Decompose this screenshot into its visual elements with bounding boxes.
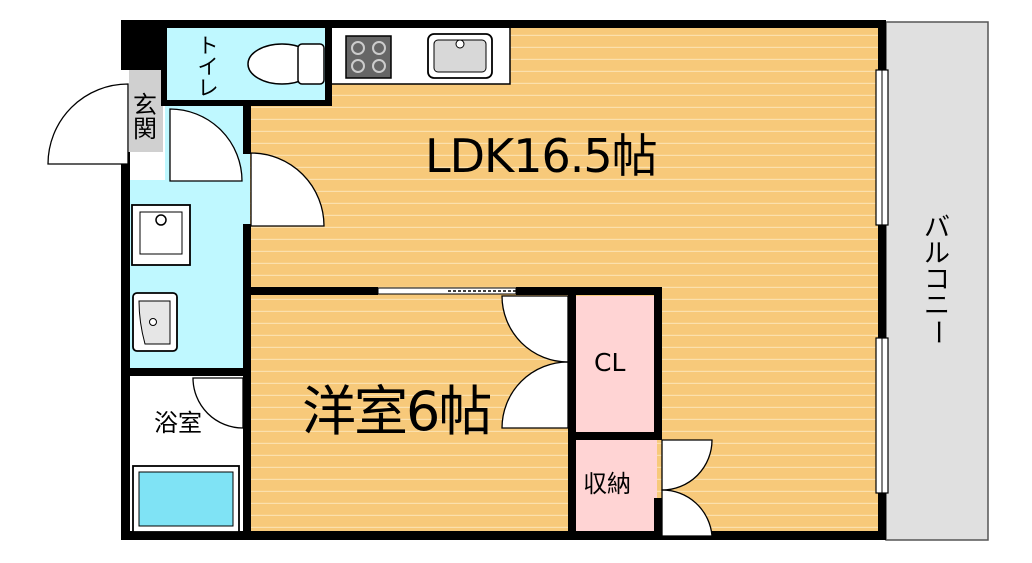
- closet-floor: [573, 296, 657, 432]
- entrance-step: [129, 70, 163, 152]
- door-swings: [47, 83, 713, 537]
- closet-door-lower: [501, 361, 569, 429]
- closet-door-upper: [501, 295, 569, 363]
- entrance-label: 玄関: [133, 91, 157, 143]
- walls: [121, 20, 886, 540]
- toilet-label: トイレ: [197, 34, 219, 100]
- storage-door-lower: [661, 489, 713, 537]
- western-room-label: 洋室6帖: [302, 380, 492, 443]
- storage-floor: [573, 438, 657, 537]
- stove-icon: [345, 35, 392, 79]
- ldk-floor: [250, 26, 882, 537]
- ldk-label: LDK16.5帖: [425, 129, 658, 183]
- room-window: [875, 337, 889, 494]
- washing-machine-icon: [131, 204, 191, 266]
- bathroom-door: [192, 377, 244, 429]
- ldk-door: [250, 152, 325, 227]
- balcony-label: バルコニー: [922, 213, 952, 345]
- wash-basin-icon: [132, 292, 178, 352]
- storage-label: 収納: [583, 470, 631, 498]
- ldk-window: [875, 69, 889, 226]
- toilet-fixture: [247, 43, 325, 85]
- balcony-area: [885, 21, 989, 541]
- closet-label: CL: [594, 348, 626, 377]
- bathroom-label: 浴室: [154, 409, 202, 437]
- kitchen-sink-icon: [427, 33, 493, 79]
- bathtub-icon: [132, 465, 240, 533]
- entrance-door: [47, 83, 129, 165]
- corridor-door: [169, 108, 243, 182]
